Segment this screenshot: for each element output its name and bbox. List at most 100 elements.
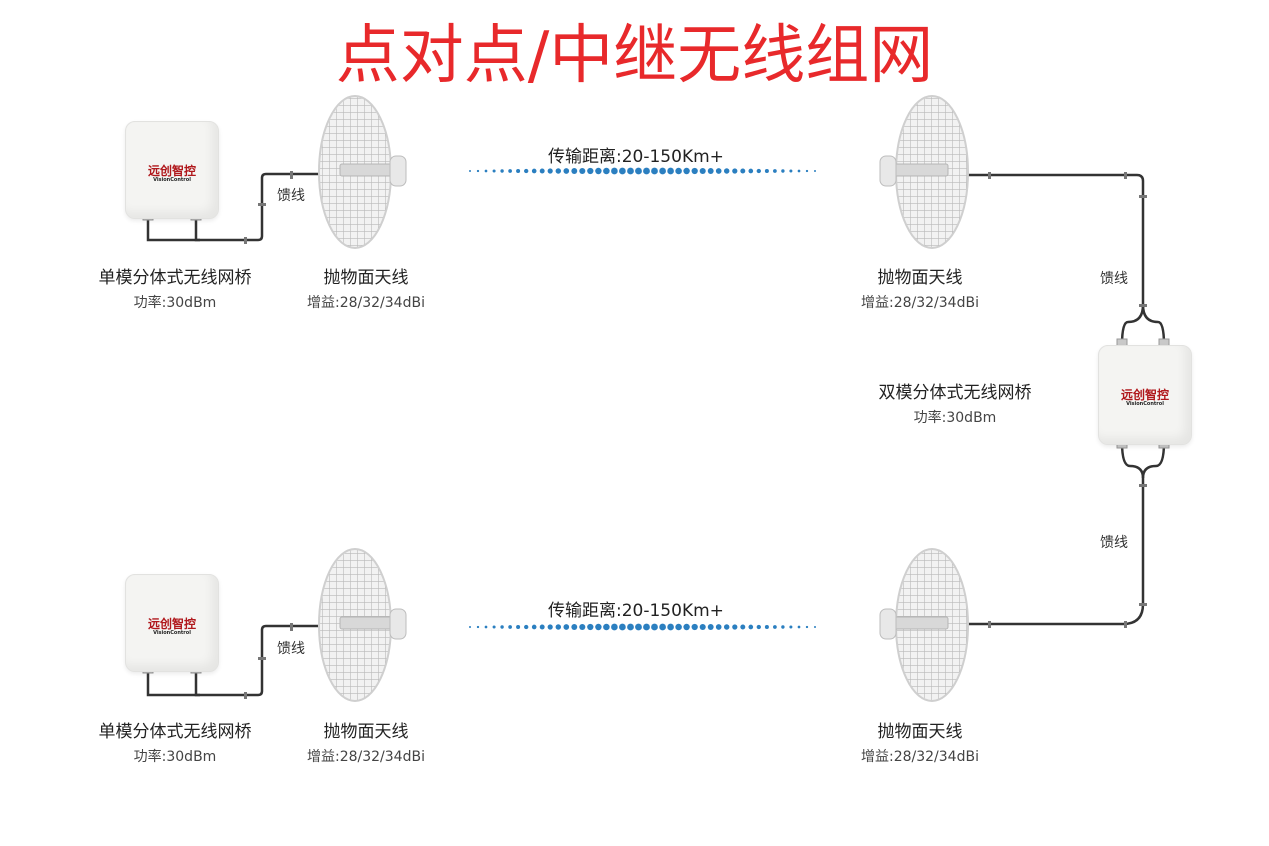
- signal-dot: [715, 624, 722, 630]
- signal-dot: [611, 167, 618, 175]
- signal-dot: [683, 623, 690, 631]
- signal-dot: [723, 624, 730, 630]
- antenna-spec-bottom-right: 增益:28/32/34dBi: [861, 749, 979, 765]
- signal-dot: [723, 168, 730, 174]
- signal-dot: [555, 168, 562, 174]
- signal-dot: [508, 169, 512, 173]
- brand-logo-en: VisionControl: [153, 177, 191, 183]
- signal-dot: [707, 168, 714, 174]
- signal-dot: [611, 623, 618, 631]
- signal-dot: [732, 168, 738, 174]
- signal-dot: [756, 624, 761, 630]
- signal-dot: [773, 169, 777, 173]
- signal-dot: [595, 167, 602, 175]
- signal-dot: [531, 624, 537, 630]
- antenna-spec-bottom-left: 增益:28/32/34dBi: [307, 749, 425, 765]
- signal-dot: [675, 167, 682, 175]
- signal-dot: [764, 624, 769, 630]
- signal-dot: [651, 623, 658, 631]
- feed-label-top-left: 馈线: [277, 188, 305, 204]
- signal-dot: [635, 167, 642, 175]
- signal-dot: [667, 167, 674, 175]
- feed-label-bottom-left: 馈线: [277, 641, 305, 657]
- signal-dot: [635, 623, 642, 631]
- signal-dot: [555, 624, 562, 630]
- signal-dot: [469, 626, 471, 628]
- signal-dot: [587, 623, 594, 631]
- signal-dot: [484, 169, 488, 173]
- single-bridge-device-bottom: 远创智控 VisionControl: [125, 574, 219, 672]
- signal-dot: [814, 170, 816, 172]
- signal-dot: [781, 625, 785, 629]
- signal-dot: [484, 625, 488, 629]
- signal-dot: [805, 625, 809, 629]
- signal-dot: [659, 623, 666, 631]
- parabolic-antenna-bottom-left: [318, 548, 407, 702]
- signal-dot: [748, 624, 754, 630]
- signal-dot: [643, 167, 650, 175]
- parabolic-antenna-bottom-right: [879, 548, 969, 702]
- signal-dot: [773, 625, 777, 629]
- distance-label-top: 传输距离:20-150Km+: [548, 147, 724, 167]
- antenna-spec-top-left: 增益:28/32/34dBi: [307, 295, 425, 311]
- signal-dot: [748, 168, 754, 174]
- signal-dot: [476, 169, 480, 173]
- signal-dot: [627, 623, 634, 631]
- signal-dot: [764, 168, 769, 174]
- signal-dot: [524, 624, 529, 630]
- signal-dot: [531, 168, 537, 174]
- signal-dots-top: [469, 167, 816, 175]
- signal-dot: [579, 623, 586, 631]
- single-bridge-name-bottom: 单模分体式无线网桥: [98, 722, 252, 742]
- signal-dot: [603, 167, 610, 175]
- signal-dot: [789, 169, 793, 173]
- signal-dot: [603, 623, 610, 631]
- antenna-name-top-right: 抛物面天线: [877, 268, 963, 288]
- dual-bridge-device: 远创智控 VisionControl: [1098, 345, 1192, 445]
- signal-dot: [781, 169, 785, 173]
- single-bridge-spec-bottom: 功率:30dBm: [133, 749, 217, 765]
- signal-dot: [571, 168, 578, 174]
- diagram-title: 点对点/中继无线组网: [335, 19, 934, 93]
- distance-label-bottom: 传输距离:20-150Km+: [548, 601, 724, 621]
- parabolic-antenna-top-right: [879, 95, 969, 249]
- signal-dot: [691, 623, 698, 631]
- antenna-name-bottom-left: 抛物面天线: [323, 722, 409, 742]
- signal-dot: [508, 625, 512, 629]
- signal-dot: [500, 625, 504, 629]
- feed-cable-bottom-left: [146, 624, 335, 697]
- signal-dots-bottom: [469, 623, 816, 631]
- signal-dot: [651, 167, 658, 175]
- signal-dot: [579, 167, 586, 175]
- signal-dot: [675, 623, 682, 631]
- dual-bridge-name: 双模分体式无线网桥: [878, 383, 1032, 403]
- signal-dot: [707, 624, 714, 630]
- signal-dot: [740, 168, 746, 174]
- signal-dot: [789, 625, 793, 629]
- signal-dot: [627, 167, 634, 175]
- signal-dot: [740, 624, 746, 630]
- feed-label-right-top: 馈线: [1100, 271, 1128, 287]
- brand-logo: 远创智控: [147, 617, 196, 631]
- signal-dot: [547, 624, 553, 630]
- signal-dot: [539, 624, 545, 630]
- single-bridge-name-top: 单模分体式无线网桥: [98, 268, 252, 288]
- signal-dot: [619, 167, 626, 175]
- signal-dot: [667, 623, 674, 631]
- dual-bridge-spec: 功率:30dBm: [913, 410, 997, 426]
- signal-dot: [476, 625, 480, 629]
- antenna-spec-top-right: 增益:28/32/34dBi: [861, 295, 979, 311]
- parabolic-antenna-top-left: [318, 95, 407, 249]
- brand-logo: 远创智控: [147, 164, 196, 178]
- signal-dot: [797, 625, 801, 629]
- signal-dot: [563, 624, 570, 630]
- signal-dot: [492, 169, 496, 173]
- signal-dot: [805, 169, 809, 173]
- signal-dot: [500, 169, 504, 173]
- signal-dot: [539, 168, 545, 174]
- signal-dot: [699, 623, 706, 631]
- feed-cable-right-relay: [955, 173, 1166, 626]
- signal-dot: [492, 625, 496, 629]
- signal-dot: [756, 168, 761, 174]
